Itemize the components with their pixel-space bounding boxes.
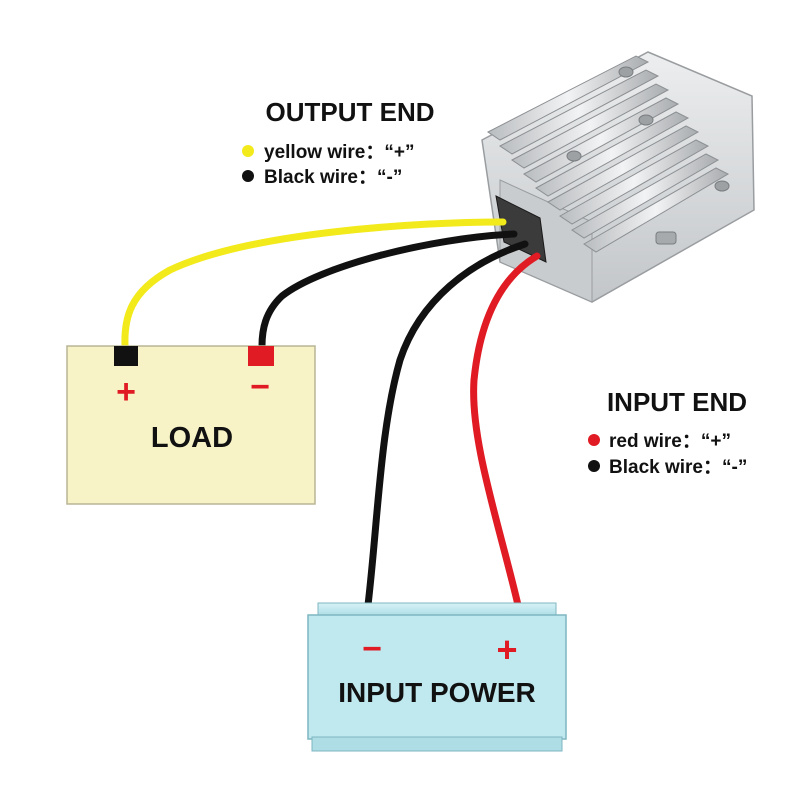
input-power-minus-sign: − [362,630,382,668]
yellow-dot-icon [242,145,254,157]
output-black-wire-label: Black wire：“-” [264,167,402,188]
output-end-legend: OUTPUT END yellow wire：“+” Black wire：“-… [242,97,435,188]
heatsink-fins [487,55,730,253]
input-power-label: INPUT POWER [338,677,536,708]
output-yellow-wire-label: yellow wire：“+” [264,142,414,163]
black-dot-icon [588,460,600,472]
input-power-body [307,614,567,740]
wire-gland [495,195,547,263]
load-plus-terminal [114,346,138,366]
mounting-screws [566,66,730,192]
red-dot-icon [588,434,600,446]
load-box-body [66,345,316,505]
yellow-wire [121,218,507,350]
output-end-title: OUTPUT END [266,97,435,127]
red-input-wire [470,252,541,609]
black-input-wire [364,240,529,609]
input-end-title: INPUT END [607,387,747,417]
load-label: LOAD [151,422,233,454]
converter-module [481,51,755,303]
input-power-plus-sign: + [496,629,517,670]
input-end-legend: INPUT END red wire：“+” Black wire：“-” [588,387,747,478]
wires [121,218,541,609]
load-box: + − LOAD [66,345,316,505]
load-minus-terminal [248,346,274,366]
load-plus-sign: + [116,373,136,411]
load-minus-sign: − [250,368,270,406]
input-power-bottom-lip [311,736,563,752]
black-output-wire [258,230,518,350]
input-red-wire-label: red wire：“+” [609,431,731,452]
converter-slot [655,231,677,245]
input-black-wire-label: Black wire：“-” [609,457,747,478]
input-power-box: − + INPUT POWER [307,602,567,752]
black-dot-icon [242,170,254,182]
